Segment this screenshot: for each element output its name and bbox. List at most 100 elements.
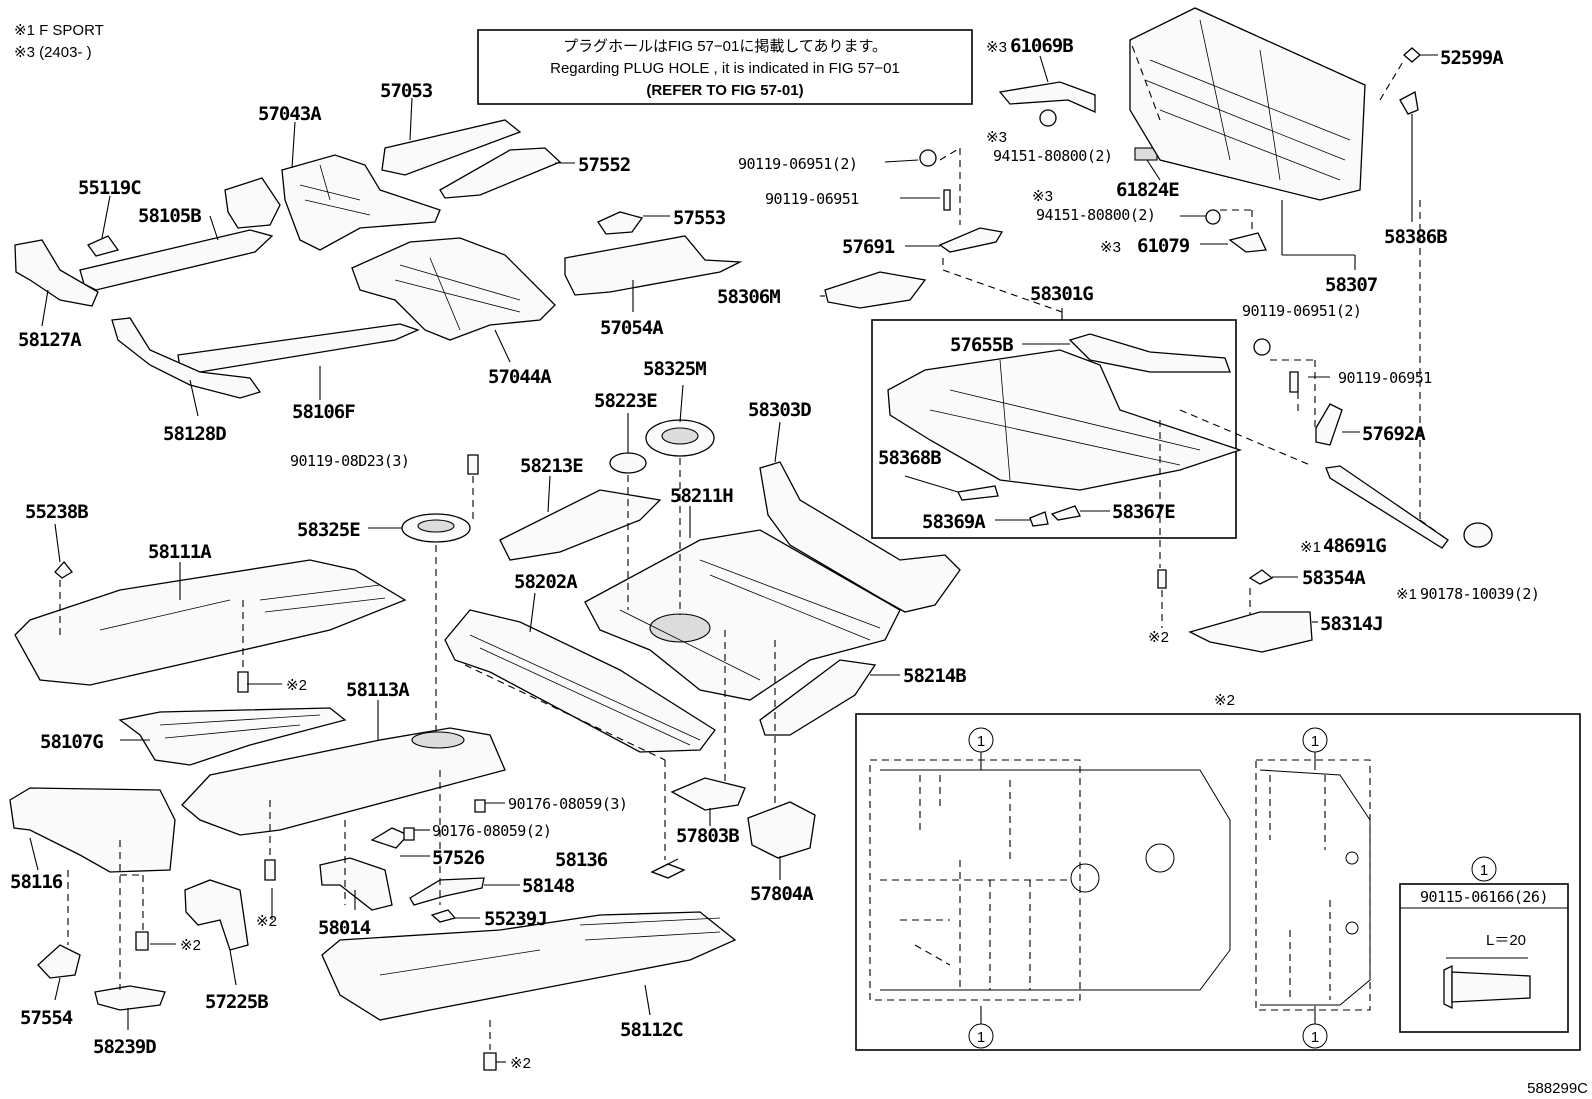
part-57655B-shape (1068, 333, 1231, 373)
label-58127A: 58127A (18, 329, 82, 351)
reference-marks: ※3 ※3 ※3 ※3 ※1 ※1 ※2 ※2 ※2 ※2 ※2 ※2 (150, 39, 1417, 1072)
ref1-mark-90178: ※1 (1396, 586, 1417, 603)
label-94151-80800-b: 94151-80800(2) (1036, 206, 1155, 224)
label-90176-08059-3: 90176-08059(3) (508, 795, 627, 813)
part-58136-shape (650, 863, 686, 879)
part-57803B-shape (670, 777, 746, 811)
label-58014: 58014 (318, 917, 371, 939)
label-57526: 57526 (432, 847, 485, 869)
part-58211H-shape (584, 529, 901, 701)
label-58325M: 58325M (643, 358, 706, 380)
info-line-en: Regarding PLUG HOLE , it is indicated in… (550, 60, 900, 77)
label-90119-06951-2b: 90119-06951(2) (1242, 302, 1361, 320)
ref2-mark-c: ※2 (180, 937, 201, 954)
label-58368B: 58368B (878, 447, 941, 469)
detail-left-floor (869, 759, 1231, 1001)
ref2-mark-a: ※2 (286, 677, 307, 694)
label-48691G: 48691G (1323, 535, 1386, 557)
part-58301G-box (871, 319, 1237, 539)
label-90176-08059-2: 90176-08059(2) (432, 822, 551, 840)
label-57053: 57053 (380, 80, 433, 102)
label-58354A: 58354A (1302, 567, 1366, 589)
part-57553-shape (597, 211, 644, 235)
part-57043A-shape (281, 154, 441, 251)
label-58107G: 58107G (40, 731, 103, 753)
part-58367E-shape (1050, 505, 1081, 521)
part-57692A-shape (1315, 403, 1343, 446)
part-58127A-shape (14, 239, 99, 307)
label-58386B: 58386B (1384, 226, 1447, 248)
ref2-mark-e: ※2 (1148, 629, 1169, 646)
label-90119-06951-b: 90119-06951 (1338, 369, 1432, 387)
label-57552: 57552 (578, 154, 630, 176)
clip-head-icon (1443, 964, 1453, 1010)
label-90119-08D23: 90119-08D23(3) (290, 452, 409, 470)
fastener-legend-box (1399, 883, 1569, 1033)
label-58116: 58116 (10, 871, 63, 893)
ref3-mark-61079: ※3 (1100, 239, 1121, 256)
length-label: L＝20 (1486, 932, 1526, 949)
label-52599A: 52599A (1440, 47, 1504, 69)
circled-one-bottom-left-text: 1 (977, 1029, 985, 1046)
label-90115-06166: 90115-06166(26) (1420, 888, 1548, 906)
label-58325E: 58325E (297, 519, 360, 541)
ref3-mark-94151-b: ※3 (1032, 188, 1053, 205)
part-57054A-shape (564, 235, 743, 296)
part-58239D-shape (94, 985, 166, 1011)
label-58303D: 58303D (748, 399, 811, 421)
label-57804A: 57804A (750, 883, 814, 905)
part-90178-shape (1463, 522, 1493, 548)
label-57691: 57691 (842, 236, 895, 258)
part-58107G-shape (118, 707, 347, 766)
label-58106F: 58106F (292, 401, 355, 423)
label-57225B: 57225B (205, 991, 268, 1013)
ref2-mark-d: ※2 (510, 1055, 531, 1072)
part-55239J-shape (430, 909, 457, 923)
part-58116-shape (9, 787, 176, 873)
part-57691-shape (938, 227, 1004, 253)
part-57053-shape (381, 119, 522, 176)
label-55238B: 55238B (25, 501, 88, 523)
part-58202A-shape (444, 609, 716, 753)
label-58105B: 58105B (138, 205, 201, 227)
part-58111A-shape (14, 559, 407, 686)
info-line-jp: プラグホールはFIG 57−01に掲載してあります。 (563, 38, 887, 55)
label-58367E: 58367E (1112, 501, 1175, 523)
part-55119C-shape (87, 235, 120, 257)
part-57526-shape (370, 827, 410, 849)
label-61069B: 61069B (1010, 35, 1073, 57)
part-58369A-shape (1029, 511, 1049, 527)
part-61069B-shape (998, 81, 1096, 114)
plug-hole-info-box (477, 29, 973, 105)
part-58223E-shape (609, 452, 647, 474)
leader-lines (29, 54, 1438, 1030)
label-58314J: 58314J (1320, 613, 1383, 635)
ref3-mark-61069B: ※3 (986, 39, 1007, 56)
dashed-lines (59, 7, 1449, 1050)
label-90178-10039: 90178-10039(2) (1420, 585, 1539, 603)
part-48691G-shape (1325, 465, 1449, 549)
label-58239D: 58239D (93, 1036, 156, 1058)
ref2-mark-b: ※2 (256, 913, 277, 930)
figure-code: 588299C (1527, 1080, 1588, 1097)
circled-one-legend (1471, 856, 1497, 882)
part-58148-shape (409, 877, 485, 906)
label-57655B: 57655B (950, 334, 1013, 356)
part-57044A-shape (351, 237, 556, 341)
label-58111A: 58111A (148, 541, 212, 563)
label-94151-80800-a: 94151-80800(2) (993, 147, 1112, 165)
label-58307: 58307 (1325, 274, 1378, 296)
part-55238B-shape (54, 560, 73, 579)
label-90119-06951-2a: 90119-06951(2) (738, 155, 857, 173)
circled-one-top-right-text: 1 (1311, 733, 1319, 750)
label-57054A: 57054A (600, 317, 664, 339)
part-57804A-shape (747, 801, 816, 859)
circled-one-bottom-left (968, 1023, 994, 1049)
circled-one-legend-text: 1 (1480, 862, 1488, 879)
label-61824E: 61824E (1116, 179, 1179, 201)
part-61079-shape (1228, 232, 1267, 253)
detail-right-floor (1255, 759, 1371, 1011)
part-labels: 57053 57043A 57552 55119C 58105B 57553 5… (10, 35, 1540, 1058)
part-58128D-shape (111, 317, 262, 399)
